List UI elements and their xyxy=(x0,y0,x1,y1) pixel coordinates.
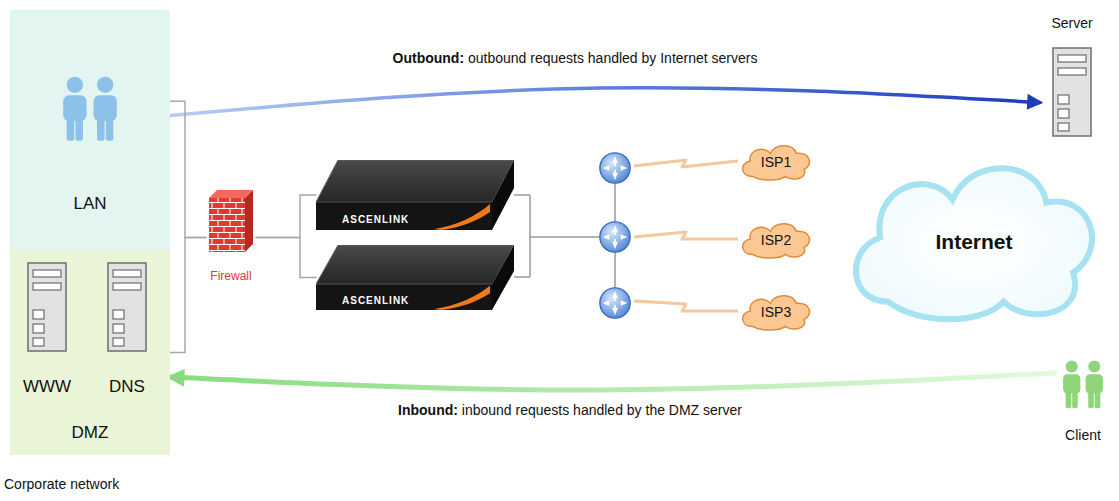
dns-server-shape xyxy=(108,263,146,351)
lan-region-shape xyxy=(63,77,117,141)
routers xyxy=(600,153,630,318)
isp-cloud-shape xyxy=(743,146,810,180)
internet-server-shape xyxy=(1053,48,1091,136)
remote-client: Client xyxy=(1055,355,1111,445)
www-server: WWW xyxy=(18,262,76,397)
node-label: DMZ xyxy=(72,423,109,443)
outbound-arrow xyxy=(170,88,1040,116)
dns-server-icon xyxy=(107,262,147,352)
node-label: Client xyxy=(1065,427,1101,443)
node-label: WWW xyxy=(23,377,71,397)
region-caption: Corporate network xyxy=(4,476,119,492)
firewall-link xyxy=(256,195,316,238)
internet-cloud: Internet xyxy=(840,150,1108,325)
node-label: ASCENLINK xyxy=(342,295,409,306)
www-server-shape xyxy=(28,263,66,351)
firewall-shape xyxy=(209,190,253,252)
node-label: Server xyxy=(1051,15,1092,31)
node-label: ISP1 xyxy=(761,154,791,170)
ascenlink-unit-shape xyxy=(316,160,514,230)
remote-client-shape xyxy=(1063,360,1103,408)
lan-region-icon xyxy=(55,72,125,142)
remote-client-icon xyxy=(1057,355,1109,411)
isp-cloud: ISP2 xyxy=(737,218,815,260)
isp-cloud-shape xyxy=(743,296,810,330)
flow-label: Outbound: outbound requests handled by I… xyxy=(393,50,758,66)
isp-cloud: ISP1 xyxy=(737,140,815,182)
node-label: LAN xyxy=(73,194,106,214)
ascenlink-unit: ASCENLINK xyxy=(316,160,514,230)
inbound-arrow xyxy=(170,373,1055,390)
node-label: Internet xyxy=(935,230,1012,254)
node-label: ISP3 xyxy=(761,304,791,320)
dmz-region: DMZ WWW DNS xyxy=(10,250,170,455)
firewall: Firewall xyxy=(206,190,256,285)
firewall-link xyxy=(256,238,316,278)
isp-cloud: ISP3 xyxy=(737,290,815,332)
isp-links xyxy=(634,160,738,311)
lan-region: LAN xyxy=(10,10,170,250)
isp-cloud-shape xyxy=(743,224,810,258)
dmz-link xyxy=(170,238,206,353)
node-label: DNS xyxy=(109,377,145,397)
internet-cloud-shape xyxy=(856,168,1092,319)
router-icon xyxy=(600,153,630,183)
router-icon xyxy=(600,288,630,318)
node-label: ASCENLINK xyxy=(342,214,409,225)
internet-server-icon xyxy=(1052,47,1092,137)
www-server-icon xyxy=(27,262,67,352)
node-label: ISP2 xyxy=(761,232,791,248)
firewall-icon xyxy=(209,190,253,252)
lan-link xyxy=(170,101,206,237)
node-label: Firewall xyxy=(210,269,251,283)
dns-server: DNS xyxy=(98,262,156,397)
flow-label: Inbound: inbound requests handled by the… xyxy=(398,402,742,418)
router-icon xyxy=(600,222,630,252)
internet-server: Server xyxy=(1040,15,1104,140)
ascenlink-unit: ASCENLINK xyxy=(316,245,514,310)
ascenlink-unit-shape xyxy=(316,245,514,310)
